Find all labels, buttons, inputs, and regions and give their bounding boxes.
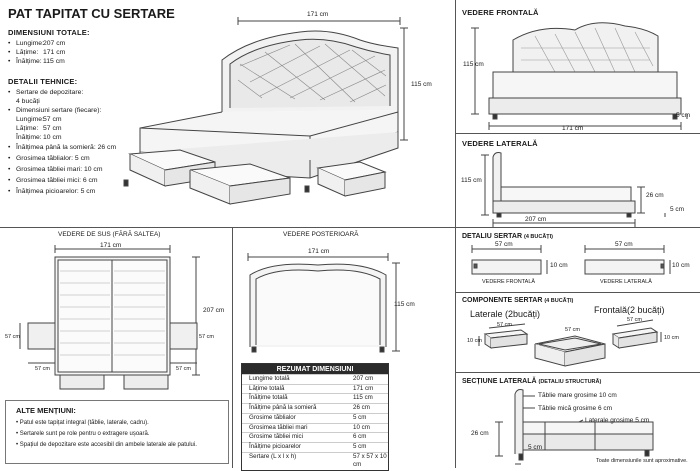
drawer-detail-drawing [471, 245, 671, 275]
overall-heading: DIMENSIUNI TOTALE: [8, 28, 90, 37]
main-width-label: 171 cm [307, 11, 329, 18]
front-width-label: 171 cm [562, 125, 584, 132]
page-title: PAT TAPITAT CU SERTARE [8, 6, 175, 21]
section-side-panels: Laterale grosime 5 cm [585, 417, 650, 424]
drawer-front-caption: VEDERE FRONTALĂ [482, 279, 536, 285]
drawer-front-height: 10 cm [550, 262, 568, 269]
technical-heading: DETALII TEHNICE: [8, 77, 78, 86]
drawer-side-caption: VEDERE LATERALĂ [600, 279, 652, 285]
technical-list: •Sertare de depozitare: 4 bucăți •Dimens… [8, 89, 117, 195]
drawer-front-width: 57 cm [495, 241, 513, 248]
components-heading: COMPONENTE SERTAR (4 BUCĂȚI) [462, 297, 574, 304]
section-big-board: Tăblie mare grosime 10 cm [538, 392, 617, 399]
notes-box: ALTE MENȚIUNI: • Patul este tapițat inte… [5, 400, 229, 464]
side-length-label: 207 cm [525, 216, 547, 223]
top-drawer-d: 57 cm [199, 334, 214, 340]
drawer-side-width: 57 cm [615, 241, 633, 248]
section-height: 26 cm [471, 430, 489, 437]
side-view-heading: VEDERE LATERALĂ [462, 139, 538, 148]
note-item: • Spațiul de depozitare este accesibil d… [16, 442, 197, 448]
summary-heading: REZUMAT DIMENSIUNI [242, 364, 388, 374]
overall-list: •Lungime:207 cm •Lățime:171 cm •Înălțime… [8, 40, 66, 65]
components-dim-57a: 57 cm [497, 322, 512, 328]
divider-drawer-components [455, 292, 700, 293]
back-view-heading: VEDERE POSTERIOARĂ [283, 231, 359, 238]
section-heading: SECȚIUNE LATERALĂ (DETALIU STRUCTURĂ) [462, 378, 602, 385]
side-height-label: 115 cm [461, 177, 482, 184]
top-drawer-b: 57 cm [35, 366, 50, 372]
top-view-heading: VEDERE DE SUS (FĂRĂ SALTEA) [58, 231, 161, 238]
divider-top-back [232, 227, 233, 468]
section-small-board: Tăblie mică grosime 6 cm [538, 405, 613, 412]
bed-perspective-drawing [123, 17, 408, 205]
components-laterals-label: Laterale (2bucăți) [470, 309, 541, 319]
main-height-label: 115 cm [411, 81, 432, 88]
front-view-drawing [471, 22, 688, 130]
components-drawing [478, 319, 662, 367]
top-drawer-c: 57 cm [176, 366, 191, 372]
divider-components-section [455, 372, 700, 373]
side-frame-label: 26 cm [646, 192, 664, 199]
back-height-label: 115 cm [394, 301, 415, 308]
side-leg-label: 5 cm [670, 206, 685, 213]
table-row: Sertare (L x l x h)57 x 57 x 10 cm [242, 451, 388, 470]
divider-side-drawer [455, 227, 700, 228]
components-fronts-label: Frontală(2 bucăți) [594, 305, 665, 315]
drawer-detail-heading: DETALIU SERTAR (4 BUCĂȚI) [462, 233, 554, 240]
section-leg: 5 cm [528, 444, 543, 451]
components-dim-57b: 57 cm [565, 327, 580, 333]
front-view-heading: VEDERE FRONTALĂ [462, 8, 539, 17]
side-view-drawing [481, 152, 666, 227]
divider-front-side [455, 133, 700, 134]
divider-vertical [455, 0, 456, 468]
divider-horizontal-left [0, 227, 455, 228]
front-height-label: 115 cm [463, 61, 484, 68]
components-dim-57c: 57 cm [627, 317, 642, 323]
footer-note: Toate dimensiunile sunt aproximative. [596, 458, 688, 464]
top-drawer-a: 57 cm [5, 334, 20, 340]
back-view-drawing [247, 253, 400, 353]
section-drawing [495, 389, 654, 465]
components-dim-10a: 10 cm [467, 338, 482, 344]
top-length-label: 207 cm [203, 307, 225, 314]
top-view-drawing [19, 245, 200, 390]
front-leg-label: 5 cm [676, 112, 691, 119]
note-item: • Patul este tapițat integral (tăblie, l… [16, 420, 149, 426]
back-width-label: 171 cm [308, 248, 330, 255]
notes-heading: ALTE MENȚIUNI: [16, 406, 76, 415]
drawer-side-height: 10 cm [672, 262, 690, 269]
components-dim-10b: 10 cm [664, 335, 679, 341]
top-width-label: 171 cm [100, 242, 122, 249]
note-item: • Sertarele sunt pe role pentru o extrag… [16, 431, 150, 437]
